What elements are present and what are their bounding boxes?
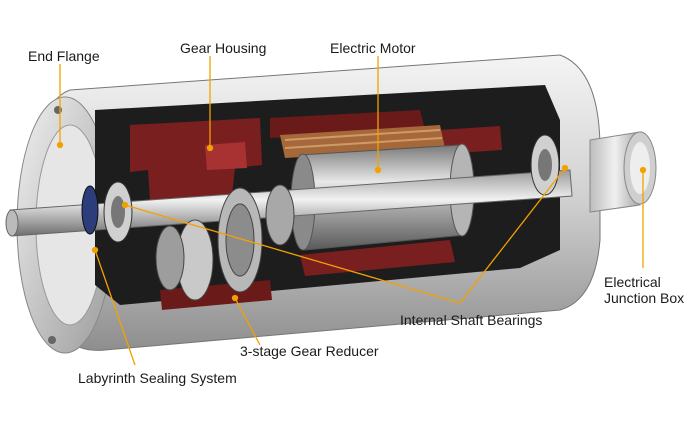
leader-gear-reducer [234,297,261,346]
leader-dot-labyrinth [91,246,99,254]
leader-dot-gear-reducer [231,294,239,302]
label-gear-reducer: 3-stage Gear Reducer [240,343,379,359]
leader-dot-bearings-left [121,201,129,209]
label-junction-box: Electrical Junction Box [604,274,684,306]
label-labyrinth-sealing: Labyrinth Sealing System [78,370,237,386]
leader-dot-bearings-right [561,164,569,172]
leader-bearings-left [124,204,461,304]
leader-dot-electric-motor [374,166,382,174]
leader-dot-gear-housing [206,144,214,152]
leader-bearings-right [459,167,566,304]
leader-labyrinth [94,249,136,366]
label-junction-box-line2: Junction Box [604,290,685,306]
label-electric-motor: Electric Motor [330,40,416,56]
junction-box [589,131,657,213]
label-end-flange: End Flange [28,48,100,64]
leader-lines [56,56,647,366]
bearings [81,134,560,243]
gear-reducer-gears [155,184,295,301]
label-internal-bearings: Internal Shaft Bearings [400,312,543,328]
label-junction-box-line1: Electrical [604,274,661,290]
label-gear-housing: Gear Housing [180,40,267,56]
leader-dot-junction-box [639,166,647,174]
leader-dot-end-flange [56,141,64,149]
